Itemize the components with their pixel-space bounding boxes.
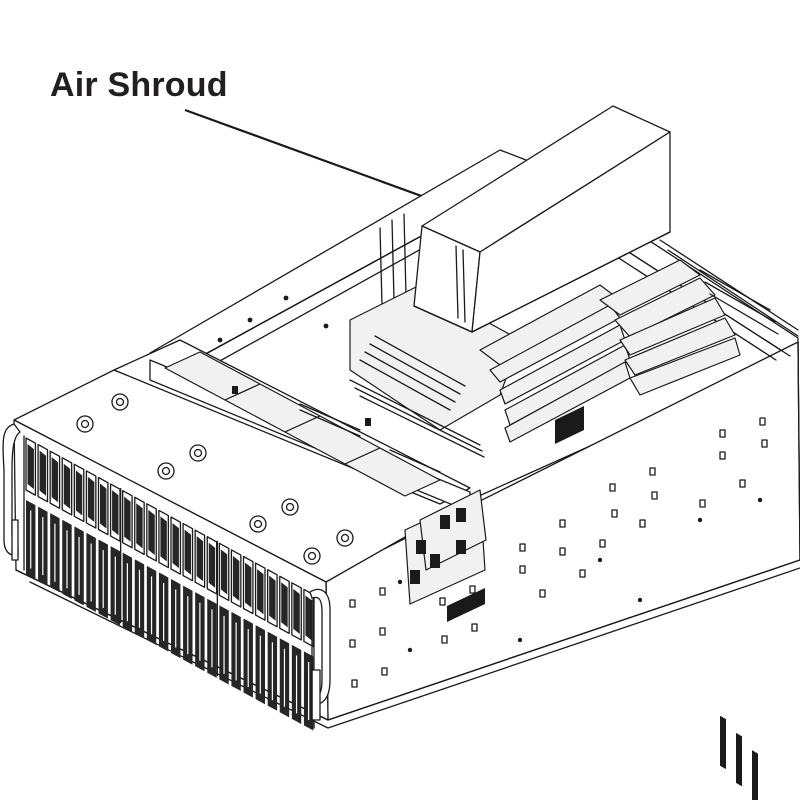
rack-handle-right xyxy=(309,588,331,721)
air-shroud-label: Air Shroud xyxy=(50,66,228,104)
side-panel-holes xyxy=(349,417,768,688)
fan-bar xyxy=(113,339,471,513)
dimm-modules xyxy=(349,259,779,804)
rack-handle-left xyxy=(2,423,21,561)
front-drive-bays xyxy=(23,435,315,731)
fan-4 xyxy=(344,447,441,497)
cover-screws xyxy=(76,393,354,565)
air-shroud xyxy=(413,105,671,333)
chassis xyxy=(13,149,800,729)
rear-io-panel xyxy=(404,406,584,622)
